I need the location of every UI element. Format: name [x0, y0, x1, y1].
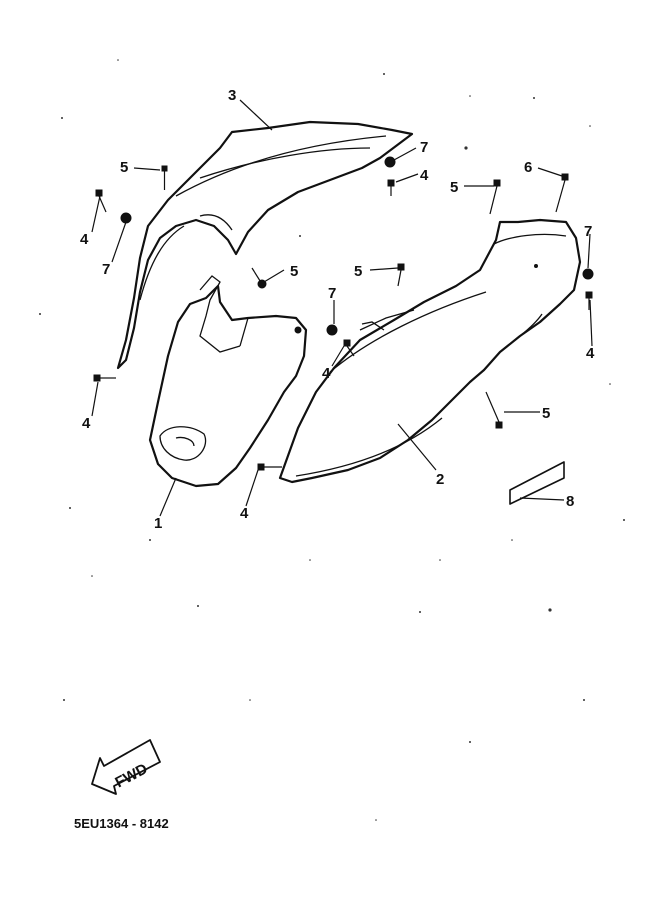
bolt-icon — [585, 291, 593, 310]
bolt-icon — [93, 374, 116, 382]
callout-5: 5 — [120, 159, 128, 176]
bolt-icon — [387, 179, 395, 196]
bolt-icon — [251, 267, 267, 289]
callout-8: 8 — [566, 493, 574, 510]
nut-icon — [582, 268, 594, 280]
fwd-arrow-icon: FWD — [91, 739, 161, 795]
callout-4: 4 — [586, 345, 595, 362]
callout-4: 4 — [322, 365, 331, 382]
part-8-decal — [509, 461, 565, 505]
bolt-icon — [257, 463, 282, 471]
callout-5: 5 — [450, 179, 458, 196]
nut-icon — [326, 324, 338, 336]
callout-labels: 3 5 4 7 5 4 7 4 5 6 7 4 5 7 4 5 2 8 4 1 — [80, 87, 595, 532]
callout-4: 4 — [420, 167, 429, 184]
callout-7: 7 — [102, 261, 110, 278]
callout-4: 4 — [240, 505, 249, 522]
callout-1: 1 — [154, 515, 162, 532]
callout-leaders — [91, 99, 593, 517]
callout-7: 7 — [420, 139, 428, 156]
part-3-upper-cowl — [116, 120, 414, 370]
callout-4: 4 — [80, 231, 89, 248]
print-specks — [39, 59, 625, 821]
nut-icon — [384, 156, 396, 168]
callout-5: 5 — [542, 405, 550, 422]
callout-6: 6 — [524, 159, 532, 176]
callout-3: 3 — [228, 87, 236, 104]
bolt-icon — [489, 179, 501, 215]
cover-hole-icon — [534, 264, 538, 268]
fender-hole-icon — [294, 326, 302, 334]
callout-5: 5 — [354, 263, 362, 280]
callout-7: 7 — [328, 285, 336, 302]
callout-7: 7 — [584, 223, 592, 240]
nut-icon — [120, 212, 132, 224]
bolt-icon — [161, 165, 168, 190]
callout-2: 2 — [436, 471, 444, 488]
part-1-front-fender — [148, 275, 308, 488]
part-2-side-cover — [278, 218, 582, 484]
bolt-icon — [397, 263, 405, 287]
bolt-icon — [555, 173, 569, 213]
drawing-code: 5EU1364 - 8142 — [74, 816, 169, 831]
callout-5: 5 — [290, 263, 298, 280]
bolt-icon — [485, 391, 503, 429]
bolt-icon — [343, 339, 355, 357]
bolt-icon — [95, 189, 107, 213]
fasteners — [93, 156, 594, 471]
callout-4: 4 — [82, 415, 91, 432]
